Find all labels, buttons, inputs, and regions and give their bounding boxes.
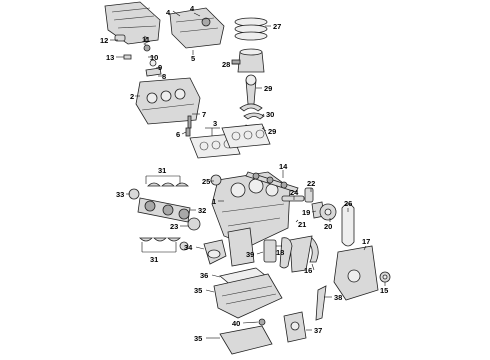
valve-lifter[interactable]	[114, 34, 126, 42]
callout-3: 3	[213, 119, 217, 128]
oil-filter-adapter[interactable]	[283, 311, 307, 343]
callout-4: 4	[190, 4, 195, 13]
callout-29: 29	[268, 127, 276, 136]
callout-labels: 4 4 5 12 11 13 10 9 8 2 7 6 3 27 28 29 3…	[100, 4, 388, 343]
leader-lines	[110, 10, 386, 339]
callout-16: 16	[304, 266, 312, 275]
callout-31: 31	[150, 255, 158, 264]
lower-oil-pan[interactable]	[219, 325, 273, 355]
callout-1: 1	[212, 197, 216, 206]
callout-22: 22	[307, 179, 315, 188]
connecting-rod[interactable]	[245, 74, 257, 105]
callout-31: 31	[158, 166, 166, 175]
oil-pump-housing[interactable]	[227, 227, 255, 267]
callout-29: 29	[264, 84, 272, 93]
chain-tensioner-arm[interactable]	[289, 235, 313, 273]
valve-stem-cap[interactable]	[149, 59, 157, 67]
callout-34: 34	[184, 243, 193, 252]
piston-rings[interactable]	[234, 17, 268, 41]
callout-23: 23	[170, 222, 178, 231]
callout-10: 10	[150, 53, 158, 62]
callout-36: 36	[200, 271, 208, 280]
oil-pump-chain[interactable]	[279, 237, 293, 269]
callout-32: 32	[198, 206, 206, 215]
valve-seal[interactable]	[123, 54, 132, 60]
callout-27: 27	[273, 22, 281, 31]
callout-40: 40	[232, 319, 240, 328]
valve-keeper[interactable]	[143, 44, 151, 52]
callout-12: 12	[100, 36, 108, 45]
callout-35: 35	[194, 334, 202, 343]
head-bolt[interactable]	[187, 115, 192, 129]
front-seal[interactable]	[379, 271, 391, 283]
callout-26: 26	[344, 199, 352, 208]
callout-15: 15	[380, 286, 388, 295]
callout-33: 33	[116, 190, 124, 199]
callout-6: 6	[176, 130, 180, 139]
callout-9: 9	[158, 63, 162, 72]
crank-pulley-bolt[interactable]	[128, 188, 140, 200]
callout-38: 38	[334, 293, 342, 302]
callout-37: 37	[314, 326, 322, 335]
callout-24: 24	[290, 188, 299, 197]
callout-7: 7	[202, 110, 206, 119]
timing-tensioner[interactable]	[304, 187, 314, 203]
rocker-arm[interactable]	[145, 67, 162, 77]
main-bearings-lower[interactable]	[139, 237, 181, 242]
cylinder-head[interactable]	[135, 77, 201, 125]
balance-shaft[interactable]	[281, 195, 305, 202]
main-bearings-upper[interactable]	[147, 182, 189, 187]
callout-14: 14	[279, 162, 288, 171]
callout-2: 2	[130, 92, 134, 101]
valve-cover-right[interactable]	[169, 7, 225, 49]
rod-bearing[interactable]	[243, 112, 265, 120]
callout-28: 28	[222, 60, 230, 69]
head-dowel[interactable]	[185, 127, 191, 137]
engine-block[interactable]	[211, 171, 291, 247]
callout-5: 5	[191, 54, 195, 63]
callout-25: 25	[202, 177, 210, 186]
oil-pan[interactable]	[213, 273, 283, 319]
drain-plug[interactable]	[258, 318, 266, 326]
crankshaft[interactable]	[137, 197, 191, 223]
rod-bearing-upper[interactable]	[239, 103, 263, 112]
oil-pump-drive[interactable]	[263, 239, 277, 263]
callout-17: 17	[362, 237, 370, 246]
crank-sprocket[interactable]	[187, 217, 201, 231]
cam-sprocket[interactable]	[210, 174, 222, 186]
callout-18: 18	[276, 248, 284, 257]
valve-cover-left[interactable]	[104, 1, 161, 45]
head-gasket-right[interactable]	[221, 123, 271, 149]
camshaft[interactable]	[245, 171, 299, 193]
callout-30: 30	[266, 110, 274, 119]
callout-39: 39	[246, 250, 254, 259]
dipstick[interactable]	[315, 285, 327, 321]
callout-11: 11	[142, 35, 150, 44]
oil-pickup[interactable]	[203, 239, 227, 265]
callout-20: 20	[324, 222, 332, 231]
callout-13: 13	[106, 53, 114, 62]
callout-8: 8	[162, 72, 166, 81]
thrust-washer[interactable]	[179, 241, 189, 251]
timing-cover[interactable]	[333, 245, 379, 301]
cam-gear[interactable]	[319, 203, 337, 221]
callout-35: 35	[194, 286, 202, 295]
piston[interactable]	[231, 48, 265, 73]
callout-21: 21	[298, 220, 306, 229]
callout-19: 19	[302, 208, 310, 217]
callout-4: 4	[166, 8, 171, 17]
timing-chain[interactable]	[341, 203, 355, 247]
